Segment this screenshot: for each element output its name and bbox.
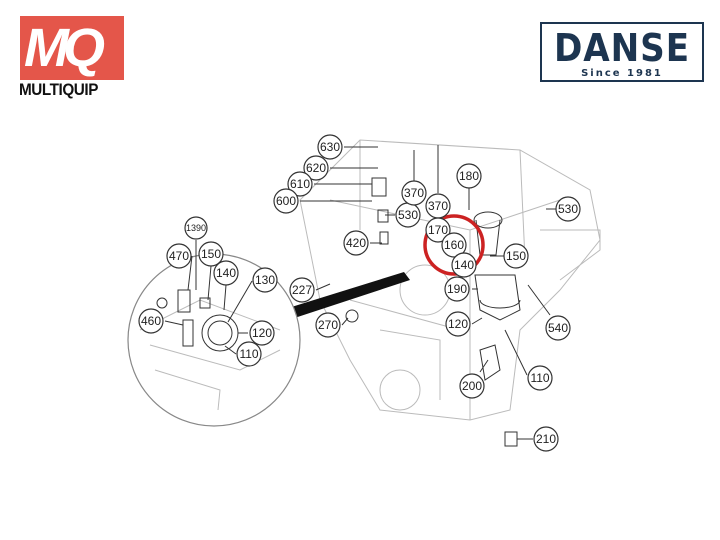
callout[interactable]: 227 bbox=[289, 277, 315, 303]
svg-text:140: 140 bbox=[454, 258, 474, 272]
callout[interactable]: 420 bbox=[343, 230, 369, 256]
machine-outline bbox=[299, 139, 601, 447]
svg-text:420: 420 bbox=[346, 236, 366, 250]
callout[interactable]: 110 bbox=[527, 365, 553, 391]
callout[interactable]: 630 bbox=[317, 134, 343, 160]
svg-text:130: 130 bbox=[255, 273, 275, 287]
danse-name: DANSE bbox=[554, 26, 690, 70]
svg-text:540: 540 bbox=[548, 321, 568, 335]
callout[interactable]: 200 bbox=[459, 373, 485, 399]
callout[interactable]: 530 bbox=[555, 196, 581, 222]
svg-text:170: 170 bbox=[428, 223, 448, 237]
svg-text:110: 110 bbox=[530, 371, 549, 385]
callout[interactable]: 610 bbox=[287, 171, 313, 197]
callout-highlighted[interactable]: 160 bbox=[441, 232, 467, 258]
svg-text:200: 200 bbox=[462, 379, 482, 393]
svg-text:530: 530 bbox=[398, 208, 418, 222]
svg-text:600: 600 bbox=[276, 194, 296, 208]
svg-text:140: 140 bbox=[216, 266, 236, 280]
svg-text:210: 210 bbox=[536, 432, 556, 446]
svg-text:530: 530 bbox=[558, 202, 578, 216]
callout[interactable]: 600 bbox=[273, 188, 299, 214]
highlight-circle bbox=[423, 214, 485, 276]
callout[interactable]: 370 bbox=[401, 180, 427, 206]
svg-text:620: 620 bbox=[306, 161, 326, 175]
svg-text:470: 470 bbox=[169, 249, 189, 263]
svg-text:120: 120 bbox=[252, 326, 272, 340]
svg-text:180: 180 bbox=[459, 169, 479, 183]
callout[interactable]: 190 bbox=[444, 276, 470, 302]
callout[interactable]: 460 bbox=[138, 308, 164, 334]
svg-text:150: 150 bbox=[506, 249, 526, 263]
callout[interactable]: 180 bbox=[456, 163, 482, 189]
callout[interactable]: 620 bbox=[303, 155, 329, 181]
callout[interactable]: 530 bbox=[395, 202, 421, 228]
callout[interactable]: 370 bbox=[425, 193, 451, 219]
danse-logo: DANSE Since 1981 bbox=[540, 22, 704, 82]
svg-text:630: 630 bbox=[320, 140, 340, 154]
callout[interactable]: 150 bbox=[198, 241, 224, 267]
callout[interactable]: 210 bbox=[533, 426, 559, 452]
main-callouts: 630 620 610 600 530 420 370 370 180 170 … bbox=[273, 134, 581, 452]
leader-lines bbox=[164, 145, 556, 440]
svg-text:1390: 1390 bbox=[186, 223, 206, 233]
callout[interactable]: 170 bbox=[425, 217, 451, 243]
svg-text:120: 120 bbox=[448, 317, 468, 331]
callout[interactable]: 540 bbox=[545, 315, 571, 341]
danse-tagline: Since 1981 bbox=[581, 68, 663, 79]
callout[interactable]: 470 bbox=[166, 243, 192, 269]
callout[interactable]: 110 bbox=[236, 341, 262, 367]
svg-text:370: 370 bbox=[428, 199, 448, 213]
callout[interactable]: 270 bbox=[315, 312, 341, 338]
svg-text:110: 110 bbox=[239, 347, 258, 361]
inset-callouts: 1390 470 150 140 130 460 120 110 bbox=[138, 216, 278, 367]
callout[interactable]: 130 bbox=[252, 267, 278, 293]
callout[interactable]: 140 bbox=[213, 260, 239, 286]
callout[interactable]: 120 bbox=[249, 320, 275, 346]
multiquip-mark: MQ bbox=[24, 18, 105, 78]
multiquip-logo: MQ bbox=[20, 16, 124, 80]
svg-text:227: 227 bbox=[292, 283, 312, 297]
svg-text:150: 150 bbox=[201, 247, 221, 261]
svg-text:160: 160 bbox=[444, 238, 464, 252]
svg-text:460: 460 bbox=[141, 314, 161, 328]
multiquip-wordmark: MULTIQUIP bbox=[19, 80, 98, 99]
svg-text:270: 270 bbox=[318, 318, 338, 332]
callout[interactable]: 1390 bbox=[184, 216, 208, 240]
svg-text:190: 190 bbox=[447, 282, 467, 296]
callout[interactable]: 140 bbox=[451, 252, 477, 278]
callout[interactable]: 120 bbox=[445, 311, 471, 337]
svg-text:610: 610 bbox=[290, 177, 310, 191]
svg-text:370: 370 bbox=[404, 186, 424, 200]
detail-inset bbox=[127, 253, 301, 427]
callout[interactable]: 150 bbox=[503, 243, 529, 269]
